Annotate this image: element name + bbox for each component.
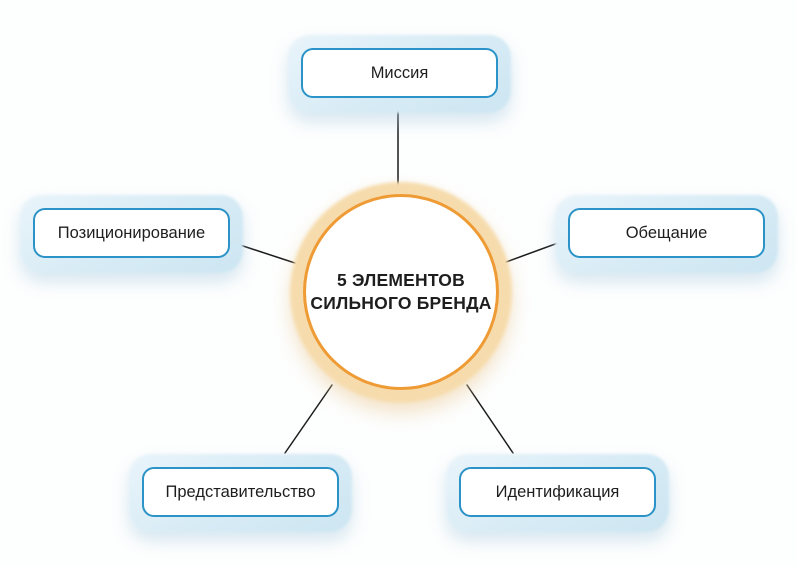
connector-positioning-line bbox=[239, 244, 296, 264]
node-representation: Представительство bbox=[129, 454, 352, 532]
node-promise-box: Обещание bbox=[568, 208, 765, 258]
node-positioning-box: Позиционирование bbox=[33, 208, 230, 258]
center-title: 5 ЭЛЕМЕНТОВ СИЛЬНОГО БРЕНДА bbox=[310, 269, 491, 315]
node-mission-box: Миссия bbox=[301, 48, 498, 98]
node-representation-box: Представительство bbox=[142, 467, 339, 517]
node-identification: Идентификация bbox=[446, 454, 669, 532]
node-positioning: Позиционирование bbox=[20, 195, 243, 273]
node-positioning-label: Позиционирование bbox=[57, 223, 206, 242]
center-circle: 5 ЭЛЕМЕНТОВ СИЛЬНОГО БРЕНДА bbox=[303, 194, 499, 390]
connector-promise-line bbox=[505, 242, 559, 263]
node-identification-box: Идентификация bbox=[459, 467, 656, 517]
connector-representation-line bbox=[284, 384, 333, 454]
center-node: 5 ЭЛЕМЕНТОВ СИЛЬНОГО БРЕНДА bbox=[290, 182, 512, 403]
node-mission-label: Миссия bbox=[370, 63, 429, 82]
node-promise: Обещание bbox=[555, 195, 778, 273]
node-promise-label: Обещание bbox=[625, 223, 708, 242]
node-identification-label: Идентификация bbox=[495, 482, 620, 501]
center-title-line1: 5 ЭЛЕМЕНТОВ bbox=[337, 269, 465, 290]
node-mission: Миссия bbox=[288, 35, 511, 113]
node-representation-label: Представительство bbox=[165, 482, 316, 501]
connector-identification-line bbox=[466, 384, 514, 454]
center-title-line2: СИЛЬНОГО БРЕНДА bbox=[310, 293, 492, 313]
